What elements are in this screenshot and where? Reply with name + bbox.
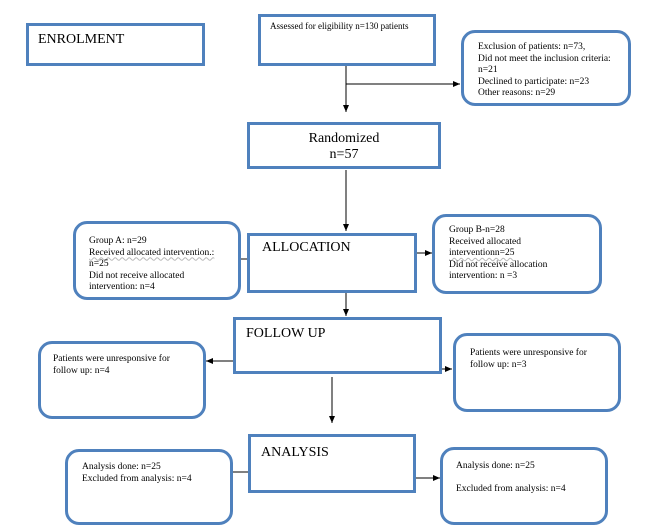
group-a-line: intervention: n=4 — [89, 282, 155, 292]
enrolment-label: ENROLMENT — [38, 32, 125, 47]
analysis-box: ANALYSIS — [248, 434, 416, 493]
group-a-box: Group A: n=29 Received allocated interve… — [73, 221, 241, 300]
assessed-box: Assessed for eligibility n=130 patients — [258, 14, 436, 66]
randomized-count: n=57 — [329, 147, 359, 162]
group-b-line: intervention: n =3 — [449, 271, 518, 281]
allocation-label: ALLOCATION — [262, 240, 351, 255]
analysis-b-box: Analysis done: n=25 Excluded from analys… — [440, 447, 608, 525]
group-b-line: interventionn=25 — [449, 248, 515, 258]
group-a-line: Group A: n=29 — [89, 236, 147, 246]
assessed-text: Assessed for eligibility n=130 patients — [270, 21, 409, 31]
group-b-box: Group B-n=28 Received allocated interven… — [432, 214, 602, 294]
follow-b-box: Patients were unresponsive for follow up… — [453, 333, 621, 412]
analysis-a-line: Excluded from analysis: n=4 — [82, 473, 192, 484]
follow-b-line: Patients were unresponsive for — [470, 348, 587, 358]
analysis-b-line: Excluded from analysis: n=4 — [456, 484, 566, 494]
group-b-line: Group B-n=28 — [449, 225, 505, 235]
group-a-line: Received allocated intervention.: — [89, 247, 215, 258]
analysis-b-line — [456, 473, 566, 485]
group-b-line: Received allocated — [449, 236, 522, 247]
exclusion-line: Other reasons: n=29 — [478, 88, 556, 98]
randomized-title: Randomized — [308, 131, 380, 146]
group-a-line: Did not receive allocated — [89, 270, 185, 281]
analysis-a-box: Analysis done: n=25 Excluded from analys… — [65, 449, 233, 525]
exclusion-line: Declined to participate: n=23 — [478, 76, 590, 87]
analysis-a-line: Analysis done: n=25 — [82, 462, 161, 472]
analysis-label: ANALYSIS — [261, 445, 329, 460]
group-a-line: n=25 — [89, 259, 109, 269]
exclusion-line: n=21 — [478, 65, 498, 75]
follow-a-box: Patients were unresponsive for follow up… — [38, 341, 206, 419]
exclusion-box: Exclusion of patients: n=73, Did not mee… — [461, 30, 631, 106]
follow-a-line: Patients were unresponsive for — [53, 354, 170, 364]
analysis-b-line: Analysis done: n=25 — [456, 461, 535, 471]
exclusion-line: Exclusion of patients: n=73, — [478, 42, 586, 52]
randomized-box: Randomized n=57 — [247, 122, 441, 169]
exclusion-line: Did not meet the inclusion criteria: — [478, 53, 611, 64]
enrolment-box: ENROLMENT — [26, 23, 205, 66]
follow-a-line: follow up: n=4 — [53, 365, 110, 376]
follow-up-box: FOLLOW UP — [233, 317, 442, 374]
allocation-box: ALLOCATION — [247, 233, 417, 293]
follow-up-label: FOLLOW UP — [246, 326, 326, 341]
follow-b-line: follow up: n=3 — [470, 359, 527, 370]
group-b-line: Did not receive allocation — [449, 259, 548, 270]
